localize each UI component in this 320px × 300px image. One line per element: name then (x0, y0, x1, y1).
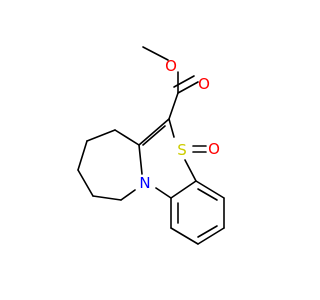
chemical-structure-diagram: O O S O N (77, 46, 225, 245)
bond-alkene-c-nitrogen (138, 144, 143, 175)
bond-methyl-o (142, 46, 169, 61)
bond-benzene-1 (170, 180, 197, 199)
bond-nitrogen-aromatic-c (155, 187, 172, 199)
bond-sulfur-aromatic-c (184, 159, 197, 182)
atom-methyl-oxygen: O (165, 57, 177, 75)
atom-sulfur: S (177, 141, 187, 159)
bond-carbonyl-c-o-double-2 (173, 75, 195, 88)
bond-azepane-1 (114, 129, 140, 146)
bond-carbonyl-c-o-double-1 (177, 81, 199, 94)
bond-azepane-6 (120, 189, 136, 201)
bond-carbonyl-c-ring-c (168, 92, 179, 120)
bond-azepane-3 (77, 140, 88, 171)
bond-ring-c-sulfur (168, 118, 175, 138)
bond-benzene-6 (195, 180, 225, 199)
atom-sulfonyl-oxygen: O (208, 140, 220, 158)
bond-benzene-3 (170, 227, 199, 245)
bond-benzene-4 (197, 227, 225, 245)
bond-benzene-inner-2 (197, 225, 218, 238)
bond-benzene-inner-3 (197, 188, 218, 201)
bond-azepane-4 (77, 169, 94, 197)
bond-ring-c-alkene-2 (142, 125, 166, 146)
bond-lines (77, 46, 225, 245)
atom-carbonyl-oxygen: O (198, 75, 210, 93)
bond-ring-c-alkene-1 (138, 118, 170, 146)
atom-nitrogen: N (139, 174, 150, 192)
bond-azepane-5 (92, 195, 122, 201)
bond-azepane-2 (86, 129, 116, 142)
atom-labels: O O S O N (139, 57, 220, 192)
